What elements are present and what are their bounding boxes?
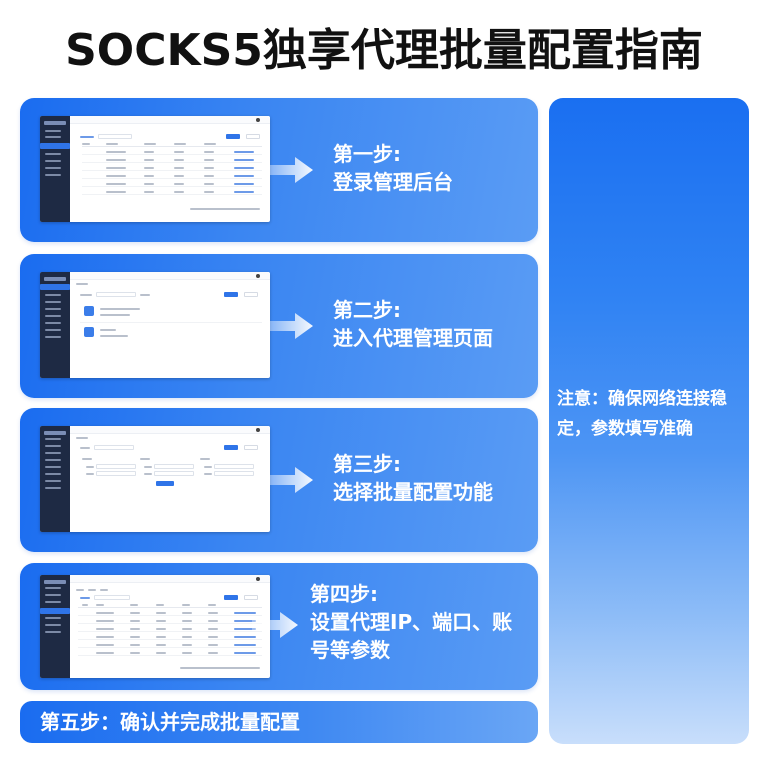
step-3-text: 第三步: 选择批量配置功能 (333, 450, 493, 506)
screenshot-proxy-management (40, 272, 270, 378)
mini-sidebar (40, 426, 70, 532)
step-2-label: 第二步: (333, 298, 401, 322)
note-text: 注意：确保网络连接稳定，参数填写准确 (557, 389, 727, 439)
arrow-right-icon (267, 465, 313, 495)
screenshot-proxy-parameters (40, 575, 270, 678)
step-3-desc: 选择批量配置功能 (333, 480, 493, 504)
step-card-4: 第四步: 设置代理IP、端口、账号等参数 (20, 563, 538, 690)
mini-sidebar (40, 116, 70, 222)
step-2-desc: 进入代理管理页面 (333, 326, 493, 350)
step-card-1: 第一步: 登录管理后台 (20, 98, 538, 242)
step-1-text: 第一步: 登录管理后台 (333, 140, 453, 196)
screenshot-batch-config (40, 426, 270, 532)
step-card-2: 第二步: 进入代理管理页面 (20, 254, 538, 398)
step-3-label: 第三步: (333, 452, 401, 476)
arrow-right-icon (267, 311, 313, 341)
step-1-desc: 登录管理后台 (333, 170, 453, 194)
page-title: SOCKS5独享代理批量配置指南 (65, 25, 703, 76)
arrow-right-icon (267, 155, 313, 185)
step-card-3: 第三步: 选择批量配置功能 (20, 408, 538, 552)
step-4-label: 第四步: (310, 582, 378, 606)
arrow-right-icon (252, 610, 298, 640)
step-4-text: 第四步: 设置代理IP、端口、账号等参数 (310, 580, 530, 664)
step-4-desc: 设置代理IP、端口、账号等参数 (310, 610, 513, 662)
step-1-label: 第一步: (333, 142, 401, 166)
step-2-text: 第二步: 进入代理管理页面 (333, 296, 493, 352)
mini-sidebar (40, 575, 70, 678)
step-5-banner: 第五步：确认并完成批量配置 (20, 701, 538, 743)
screenshot-admin-dashboard (40, 116, 270, 222)
mini-sidebar (40, 272, 70, 378)
note-panel: 注意：确保网络连接稳定，参数填写准确 (549, 98, 749, 744)
